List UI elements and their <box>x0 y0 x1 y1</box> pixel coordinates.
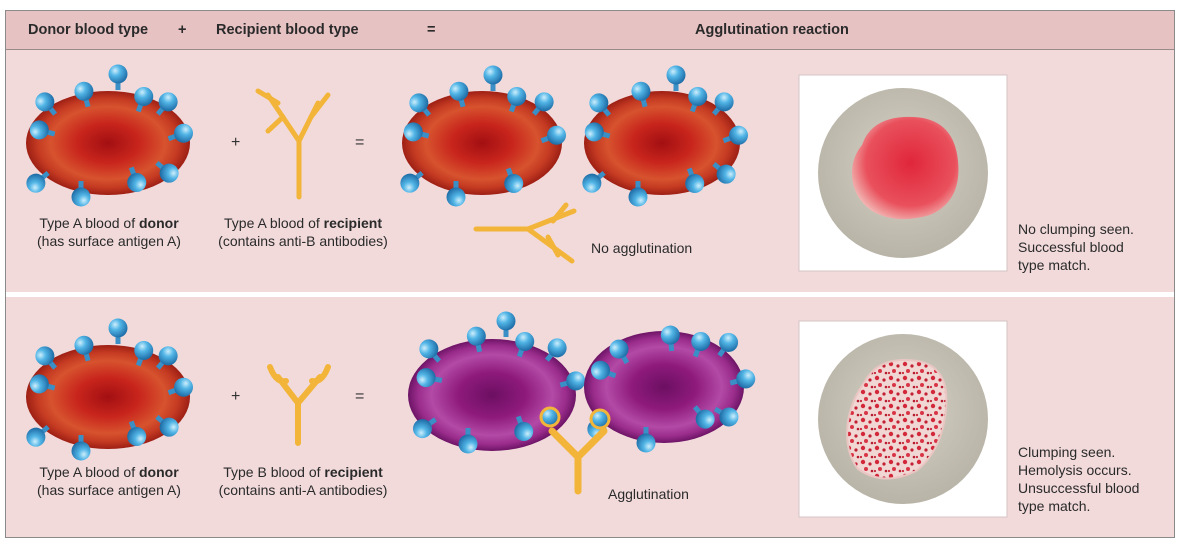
red-blood-cell <box>26 91 190 195</box>
donor-label-row2: Type A blood of donor (has surface antig… <box>37 464 181 498</box>
header-bar: Donor blood type + Recipient blood type … <box>6 11 1174 50</box>
result-line: No clumping seen. <box>1018 221 1134 237</box>
reaction-label-row1: No agglutination <box>591 240 693 256</box>
recipient-label-row1: Type A blood of recipient (contains anti… <box>218 215 388 249</box>
anti-a-antibody-icon <box>267 364 331 446</box>
equals-sign-row2: = <box>355 388 364 405</box>
result-line: Unsuccessful blood <box>1018 480 1140 496</box>
result-line: type match. <box>1018 498 1091 514</box>
donor-cell-row2 <box>22 318 196 461</box>
plus-sign-row2: + <box>231 388 240 405</box>
donor-label-row1: Type A blood of donor (has surface antig… <box>37 215 181 249</box>
bridging-antibody-icon <box>539 406 611 495</box>
reaction-label-row2: Agglutination <box>608 486 689 502</box>
row-divider <box>6 292 1174 297</box>
equals-sign-row1: = <box>355 134 364 151</box>
header-reaction: Agglutination reaction <box>695 22 849 38</box>
header-donor: Donor blood type <box>28 22 149 38</box>
result-line: Clumping seen. <box>1018 444 1116 460</box>
header-plus: + <box>178 22 187 38</box>
result-line: type match. <box>1018 257 1091 273</box>
blood-typing-figure: Donor blood type + Recipient blood type … <box>5 10 1175 538</box>
result-line: Hemolysis occurs. <box>1018 462 1132 478</box>
donor-cell-row1 <box>22 64 196 207</box>
illustration: + = <box>22 64 1008 518</box>
result-text-row2: Clumping seen. Hemolysis occurs. Unsuccess… <box>1018 443 1139 515</box>
recipient-label-row2: Type B blood of recipient (contains anti… <box>218 464 388 498</box>
result-line: Successful blood <box>1018 239 1124 255</box>
test-plate-photo-row2 <box>798 320 1008 518</box>
free-antibody-icon <box>473 202 577 264</box>
plus-sign-row1: + <box>231 134 240 151</box>
header-equals: = <box>427 22 436 38</box>
anti-b-antibody-icon <box>255 88 331 200</box>
result-text-row1: No clumping seen. Successful blood type ma… <box>1018 220 1134 274</box>
header-recipient: Recipient blood type <box>216 22 359 38</box>
agglutinated-cells <box>408 311 758 454</box>
red-blood-cell <box>26 345 190 449</box>
reaction-cells-row1 <box>396 65 751 207</box>
test-plate-photo-row1 <box>798 74 1008 272</box>
